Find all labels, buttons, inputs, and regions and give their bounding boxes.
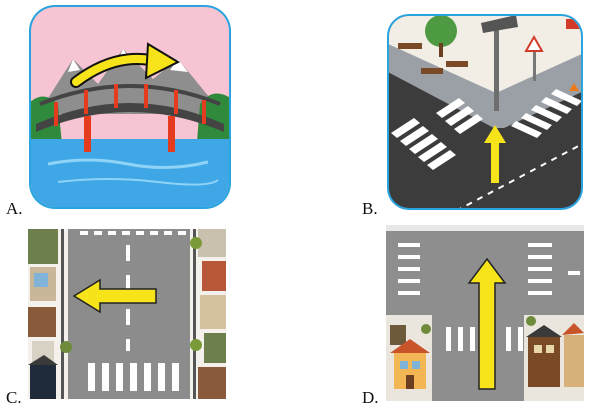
up-arrow-icon	[467, 257, 507, 390]
tree	[425, 16, 457, 47]
left-buildings	[28, 229, 72, 399]
option-b-street-corner-image[interactable]	[386, 13, 584, 211]
bridge-rail	[39, 84, 221, 106]
bottom-left-buildings	[386, 315, 432, 401]
option-d-label: D.	[362, 388, 379, 407]
bench	[446, 61, 468, 67]
bench	[421, 68, 443, 74]
option-b-label: B.	[362, 199, 378, 218]
bridge-pillars	[54, 84, 206, 152]
curved-arrow-icon	[72, 54, 154, 86]
bench	[398, 43, 422, 49]
left-arrow-icon	[72, 278, 157, 314]
option-c-label: C.	[6, 388, 22, 407]
road-sign-icon	[524, 34, 544, 52]
crosswalk	[88, 363, 179, 391]
straight-arrow-icon	[491, 141, 499, 183]
crosswalk-right	[511, 89, 581, 138]
street-lamp	[494, 23, 499, 111]
river	[31, 139, 229, 207]
lane-divider	[126, 245, 130, 351]
option-a-label: A.	[6, 199, 23, 218]
right-buildings	[190, 229, 226, 399]
crosswalk-bottom	[446, 327, 523, 351]
street-corner-scene	[387, 14, 583, 210]
crosswalk-top-right	[528, 243, 580, 295]
crosswalk-top-left	[398, 243, 420, 295]
option-a-bridge-image[interactable]	[28, 4, 232, 210]
road-up-scene	[386, 225, 584, 401]
option-c-road-left-image[interactable]	[28, 229, 226, 399]
bridge-scene	[29, 5, 231, 209]
road-left-scene	[28, 229, 226, 399]
option-d-road-up-image[interactable]	[386, 225, 584, 401]
bottom-right-buildings	[524, 315, 584, 401]
crosswalk-left	[391, 98, 483, 170]
